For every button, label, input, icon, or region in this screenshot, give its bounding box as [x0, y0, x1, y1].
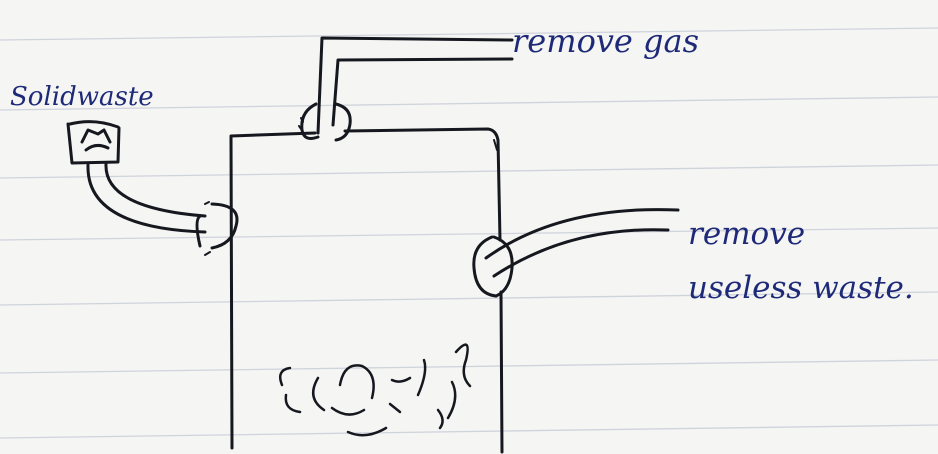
ruled-line [0, 96, 938, 111]
ruled-line [0, 359, 938, 374]
waste-outlet-pipe [472, 208, 680, 298]
ruled-line [0, 227, 938, 241]
ruled-line [0, 27, 938, 41]
remove-waste-label-line2: useless waste. [688, 270, 914, 306]
sludge-sketch [279, 343, 472, 437]
ruled-line [0, 424, 938, 439]
digester-tank [229, 127, 504, 454]
ruled-lines [0, 27, 938, 439]
solid-waste-label: Solidwaste [10, 82, 154, 112]
gas-outlet-pipe [298, 36, 514, 142]
solid-waste-inlet [66, 120, 239, 256]
remove-waste-label-line1: remove [688, 216, 805, 252]
remove-gas-label: remove gas [512, 22, 699, 60]
ruled-line [0, 291, 938, 306]
ruled-line [0, 164, 938, 179]
